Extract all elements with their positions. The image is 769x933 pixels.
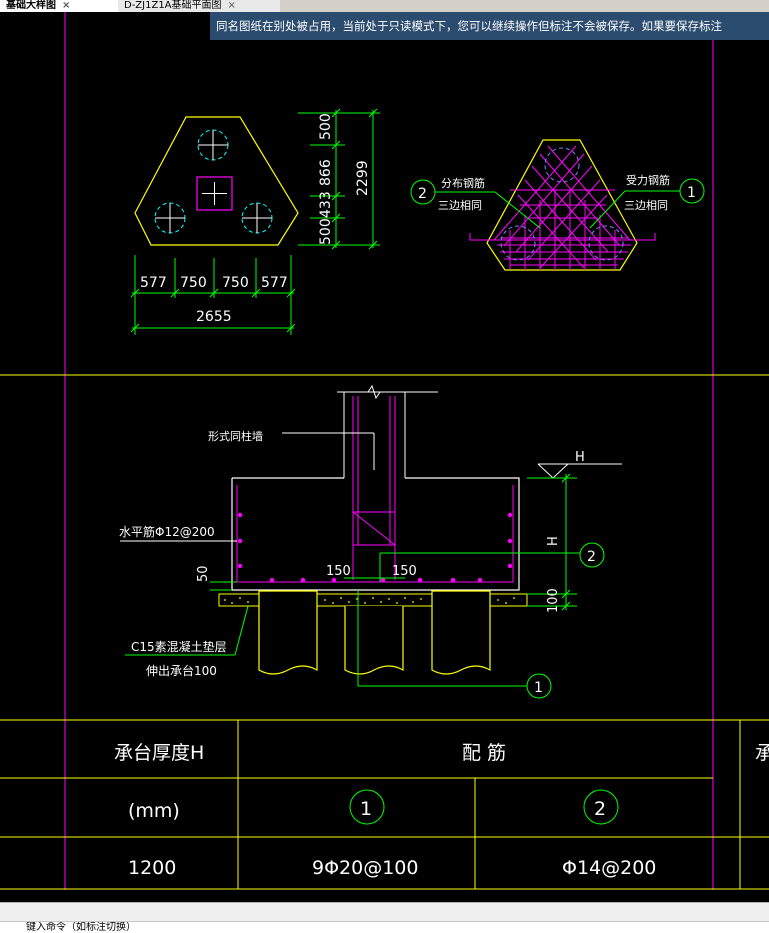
dim-H: H	[546, 536, 561, 546]
table-header-rebar: 配 筋	[462, 742, 506, 764]
table-cell-rebar-2: Φ14@200	[562, 857, 656, 879]
command-line[interactable]: 键入命令（如标注切换）	[0, 921, 769, 933]
note-cushion-extend: 伸出承台100	[146, 663, 217, 678]
dim-150-left: 150	[326, 564, 351, 579]
label-distribution-bar: 分布钢筋	[441, 176, 485, 190]
label-same-three-sides-left: 三边相同	[438, 199, 482, 212]
dim-750-left: 750	[180, 275, 207, 291]
table-header-right: 承	[755, 742, 769, 764]
tab-foundation-plan[interactable]: D-ZJ1Z1A基础平面图×	[118, 0, 280, 12]
dim-2299: 2299	[355, 160, 371, 196]
readonly-notice: 同名图纸在别处被占用，当前处于只读模式下，您可以继续操作但标注不会被保存。如果要…	[210, 12, 769, 40]
tab-bar: 基础大样图× D-ZJ1Z1A基础平面图×	[0, 0, 769, 13]
dim-500-top: 500	[318, 113, 334, 140]
table-marker-2: 2	[594, 798, 606, 820]
dim-150-right: 150	[392, 564, 417, 579]
table-unit: (mm)	[128, 800, 180, 822]
dim-577-left: 577	[140, 275, 167, 291]
dim-500-bottom: 500	[318, 218, 334, 245]
dim-866: 866	[318, 159, 334, 186]
table-marker-1: 1	[360, 798, 372, 820]
tab-foundation-detail[interactable]: 基础大样图×	[0, 0, 122, 12]
marker-1-rebar: 1	[687, 185, 696, 201]
dim-100: 100	[546, 588, 561, 613]
marker-1-section: 1	[534, 680, 543, 696]
level-label-H: H	[575, 450, 585, 465]
note-horizontal-bar: 水平筋Φ12@200	[119, 524, 215, 539]
label-same-three-sides-right: 三边相同	[624, 199, 668, 212]
dim-433: 433	[318, 191, 334, 218]
note-column-form: 形式同柱墙	[208, 429, 263, 443]
pile-cap-plan: 500 866 433 500 2299 577 750 750	[130, 108, 380, 335]
table-cell-thickness: 1200	[128, 857, 176, 879]
dim-577-right: 577	[261, 275, 288, 291]
marker-2-section: 2	[587, 549, 596, 565]
table-header-thickness: 承台厚度H	[114, 742, 204, 764]
dim-50: 50	[196, 565, 211, 582]
table-cell-rebar-1: 9Φ20@100	[312, 857, 419, 879]
drawing-canvas[interactable]: 500 866 433 500 2299 577 750 750	[0, 0, 769, 902]
marker-2-rebar: 2	[418, 186, 427, 202]
rebar-layout-view: 2 1 分布钢筋 三边相同 受力钢筋 三边相同	[410, 139, 705, 271]
status-area: 键入命令（如标注切换）	[0, 902, 769, 933]
close-icon[interactable]: ×	[62, 0, 71, 11]
drawing-frame	[0, 12, 769, 890]
note-cushion: C15素混凝土垫层	[131, 639, 227, 654]
pile-cap-section: H H 100 50 150 150 形式同柱墙 水平筋Φ12@200	[119, 384, 622, 699]
close-icon[interactable]: ×	[227, 0, 236, 11]
rebar-table: 承台厚度H 配 筋 承 (mm) 1 2 1200 9Φ20@100 Φ14@2…	[114, 742, 769, 879]
label-main-bar: 受力钢筋	[626, 173, 670, 187]
dim-2655: 2655	[196, 309, 232, 325]
dim-750-right: 750	[222, 275, 249, 291]
